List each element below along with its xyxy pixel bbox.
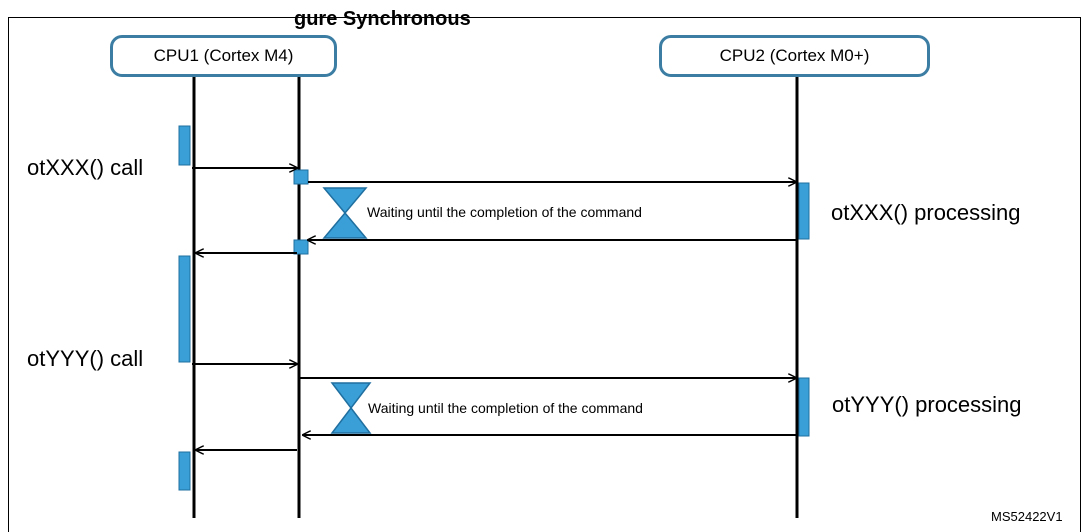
cpu1-activation-bar — [178, 125, 191, 166]
cpu1-activation-bar — [178, 255, 191, 363]
call-label: otYYY() call — [27, 346, 144, 371]
cpu2-activation-bar — [798, 182, 810, 240]
hourglass-icon — [322, 187, 368, 239]
ipc-receive-marker — [293, 239, 309, 255]
processing-label: otXXX() processing — [831, 200, 1021, 225]
cpu1-lane-header: CPU1 (Cortex M4) — [110, 35, 337, 77]
figure-title-fragment: gure Synchronous — [294, 8, 471, 30]
cpu2-label: CPU2 (Cortex M0+) — [719, 46, 870, 65]
processing-label: otYYY() processing — [832, 392, 1022, 417]
ipc-send-marker — [293, 169, 309, 185]
cpu2-activation-bar — [798, 377, 810, 437]
hourglass-icon — [330, 382, 372, 434]
call-label: otXXX() call — [27, 155, 144, 180]
cpu1-activation-bar — [178, 451, 191, 491]
wait-label: Waiting until the completion of the comm… — [367, 204, 642, 220]
figure-id: MS52422V1 — [991, 509, 1063, 524]
cpu2-lane-header: CPU2 (Cortex M0+) — [659, 35, 930, 77]
cpu1-label: CPU1 (Cortex M4) — [153, 46, 294, 65]
wait-label: Waiting until the completion of the comm… — [368, 400, 643, 416]
